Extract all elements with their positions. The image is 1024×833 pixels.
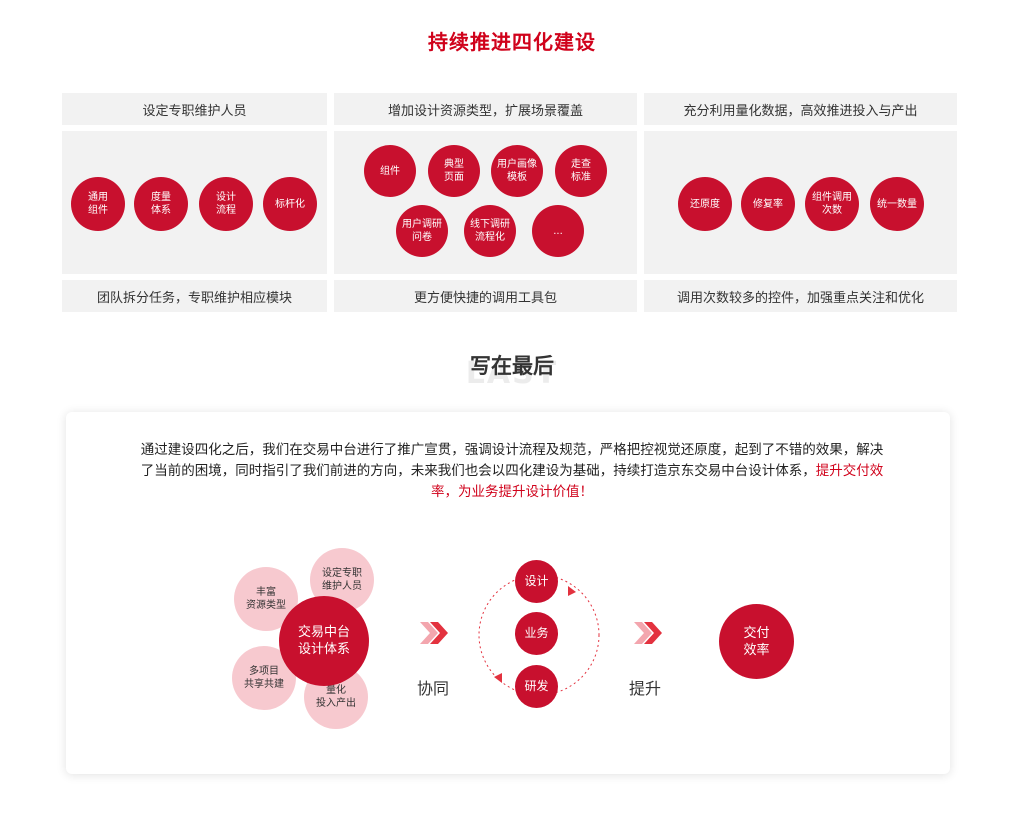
chevron-right-icon xyxy=(634,622,662,644)
column-1-footer: 团队拆分任务，专职维护相应模块 xyxy=(62,280,327,312)
cycle-ring xyxy=(478,574,600,696)
circle-fix-rate: 修复率 xyxy=(741,177,795,231)
column-1-panel: 通用 组件 度量 体系 设计 流程 标杆化 xyxy=(62,131,327,274)
column-3-footer: 调用次数较多的控件，加强重点关注和优化 xyxy=(644,280,957,312)
circle-fidelity: 还原度 xyxy=(678,177,732,231)
column-3-panel: 还原度 修复率 组件调用 次数 统一数量 xyxy=(644,131,957,274)
cycle-business: 业务 xyxy=(515,612,558,655)
circle-offline-research-process: 线下调研 流程化 xyxy=(464,205,516,257)
circle-research-questionnaire: 用户调研 问卷 xyxy=(396,205,448,257)
circle-unified-quantity: 统一数量 xyxy=(870,177,924,231)
label-boost: 提升 xyxy=(629,679,662,698)
circle-review-standard: 走查 标准 xyxy=(555,145,607,197)
summary-card xyxy=(66,412,950,774)
summary-text: 通过建设四化之后，我们在交易中台进行了推广宣贯，强调设计流程及规范，严格把控视觉… xyxy=(140,442,884,479)
circle-persona-template: 用户画像 模板 xyxy=(491,145,543,197)
section-2-title: 写在最后 xyxy=(470,354,554,378)
circle-benchmark: 标杆化 xyxy=(263,177,317,231)
section-watermark: LAST xyxy=(465,356,559,391)
section-title: 持续推进四化建设 xyxy=(428,30,596,54)
summary-highlight: 提升交付效率，为业务提升设计价值！ xyxy=(431,463,884,500)
summary-paragraph: 通过建设四化之后，我们在交易中台进行了推广宣贯，强调设计流程及规范，严格把控视觉… xyxy=(140,440,884,503)
circle-component-call-count: 组件调用 次数 xyxy=(805,177,859,231)
column-2-panel: 组件 典型 页面 用户画像 模板 走查 标准 用户调研 问卷 线下调研 流程化 … xyxy=(334,131,637,274)
chevron-right-icon xyxy=(420,622,448,644)
cycle-rd: 研发 xyxy=(515,665,558,708)
circle-general-components: 通用 组件 xyxy=(71,177,125,231)
cycle-design: 设计 xyxy=(515,560,558,603)
circle-components: 组件 xyxy=(364,145,416,197)
label-collaboration: 协同 xyxy=(417,679,450,698)
circle-more: ... xyxy=(532,205,584,257)
column-2-header: 增加设计资源类型，扩展场景覆盖 xyxy=(334,93,637,125)
circle-metric-system: 度量 体系 xyxy=(134,177,188,231)
column-3-header: 充分利用量化数据，高效推进投入与产出 xyxy=(644,93,957,125)
column-2-footer: 更方便快捷的调用工具包 xyxy=(334,280,637,312)
circle-design-process: 设计 流程 xyxy=(199,177,253,231)
result-delivery-efficiency: 交付 效率 xyxy=(719,604,794,679)
circle-typical-pages: 典型 页面 xyxy=(428,145,480,197)
column-1-header: 设定专职维护人员 xyxy=(62,93,327,125)
center-design-system: 交易中台 设计体系 xyxy=(279,596,369,686)
